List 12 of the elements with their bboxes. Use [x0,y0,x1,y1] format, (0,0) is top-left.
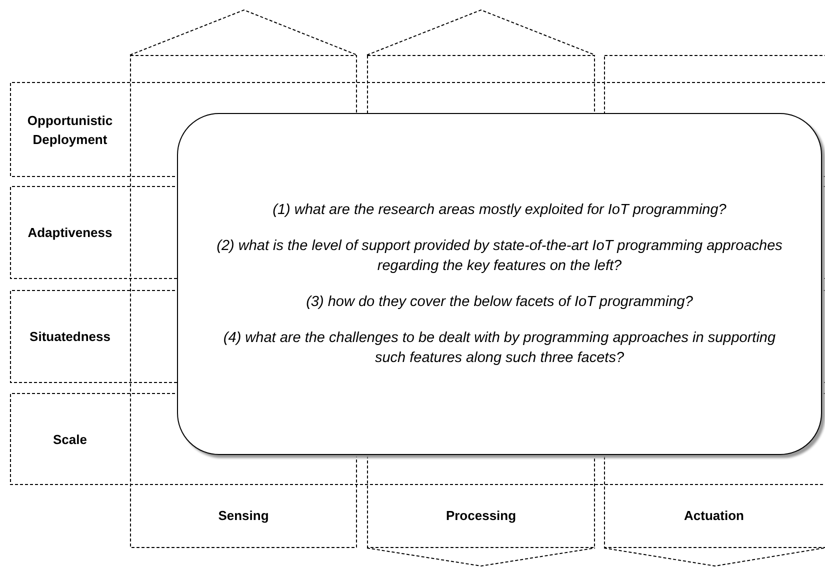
question-text: (2) what is the level of support provided by state-of-the-art IoT programming approaches regarding the key features on the left? [216,237,784,276]
column-label: Actuation [684,507,744,525]
question-box [177,113,822,455]
question-text: (3) how do they cover the below facets of IoT programming? [305,293,694,312]
row-label: Scale [53,430,87,448]
question-text: (1) what are the research areas mostly exploited for IoT programming? [272,201,728,220]
row-label: Situatedness [30,328,110,346]
question-text: (4) what are the challenges to be dealt with by programming approaches in supporting such features along such three facets? [222,329,777,368]
row-label: Opportunistic Deployment [26,112,114,148]
column-label: Processing [446,507,516,525]
row-label: Adaptiveness [28,224,112,242]
column-label: Sensing [218,507,269,525]
